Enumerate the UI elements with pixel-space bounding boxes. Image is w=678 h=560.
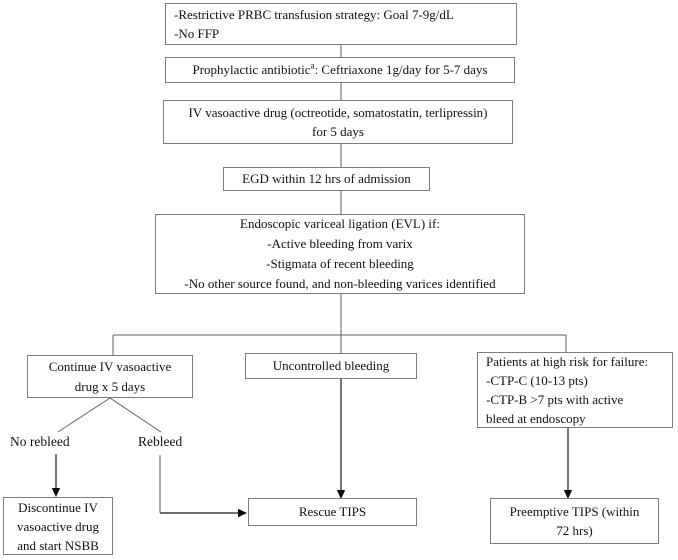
node-discontinue-line-2: vasoactive drug bbox=[17, 518, 99, 534]
node-egd: EGD within 12 hrs of admission bbox=[223, 167, 430, 191]
node-uncontrolled-line: Uncontrolled bleeding bbox=[272, 358, 390, 374]
node-transfusion-line-1: -Restrictive PRBC transfusion strategy: … bbox=[174, 6, 454, 22]
node-egd-line: EGD within 12 hrs of admission bbox=[242, 171, 411, 187]
node-continue-line-1: Continue IV vasoactive bbox=[48, 359, 172, 374]
node-continue-iv-vasoactive: Continue IV vasoactive drug x 5 days bbox=[27, 355, 193, 398]
node-evl-line-3: -Stigmata of recent bleeding bbox=[266, 256, 414, 271]
branch-label-no-rebleed: No rebleed bbox=[10, 434, 70, 449]
node-vasoactive-line-1: IV vasoactive drug (octreotide, somatost… bbox=[188, 104, 488, 120]
node-preemptive-line-2: 72 hrs) bbox=[556, 523, 593, 538]
node-preemptive-line-1: Preemptive TIPS (within bbox=[509, 503, 640, 519]
node-highrisk-line-2: -CTP-C (10-13 pts) bbox=[486, 373, 588, 388]
node-highrisk-line-1: Patients at high risk for failure: bbox=[486, 354, 649, 369]
node-preemptive-tips: Preemptive TIPS (within 72 hrs) bbox=[490, 498, 659, 544]
node-discontinue-line-3: and start NSBB bbox=[17, 537, 99, 553]
node-discontinue-line-1: Discontinue IV bbox=[18, 499, 98, 515]
node-evl-line-4: -No other source found, and non-bleeding… bbox=[184, 276, 496, 291]
node-rescue-tips: Rescue TIPS bbox=[248, 498, 417, 526]
node-antibiotic-line: Prophylactic antibiotica: Ceftriaxone 1g… bbox=[193, 60, 488, 80]
antibiotic-text-pre: Prophylactic antibiotic bbox=[192, 62, 311, 78]
node-prophylactic-antibiotic: Prophylactic antibiotica: Ceftriaxone 1g… bbox=[165, 57, 515, 83]
node-discontinue-nsbb: Discontinue IV vasoactive drug and start… bbox=[3, 497, 113, 555]
node-continue-line-2: drug x 5 days bbox=[74, 378, 146, 394]
node-evl-line-2: -Active bleeding from varix bbox=[267, 236, 413, 251]
node-highrisk-line-3: -CTP-B >7 pts with active bbox=[486, 392, 624, 407]
node-evl-line-1: Endoscopic variceal ligation (EVL) if: bbox=[240, 216, 440, 231]
branch-label-rebleed: Rebleed bbox=[138, 434, 183, 449]
node-vasoactive-line-2: for 5 days bbox=[312, 124, 364, 139]
node-high-risk-failure: Patients at high risk for failure: -CTP-… bbox=[477, 352, 673, 428]
node-transfusion-line-2: -No FFP bbox=[174, 26, 220, 41]
node-transfusion-strategy: -Restrictive PRBC transfusion strategy: … bbox=[165, 3, 517, 45]
node-iv-vasoactive-drug: IV vasoactive drug (octreotide, somatost… bbox=[163, 100, 513, 144]
antibiotic-superscript: a bbox=[310, 60, 315, 71]
edge-continue-split-right bbox=[109, 397, 162, 433]
edge-continue-split-left bbox=[57, 397, 111, 433]
node-uncontrolled-bleeding: Uncontrolled bleeding bbox=[245, 353, 417, 379]
antibiotic-text-post: : Ceftriaxone 1g/day for 5-7 days bbox=[314, 62, 488, 78]
node-highrisk-line-4: bleed at endoscopy bbox=[486, 411, 586, 426]
node-evl-criteria: Endoscopic variceal ligation (EVL) if: -… bbox=[155, 214, 525, 294]
node-rescue-line: Rescue TIPS bbox=[298, 504, 367, 520]
